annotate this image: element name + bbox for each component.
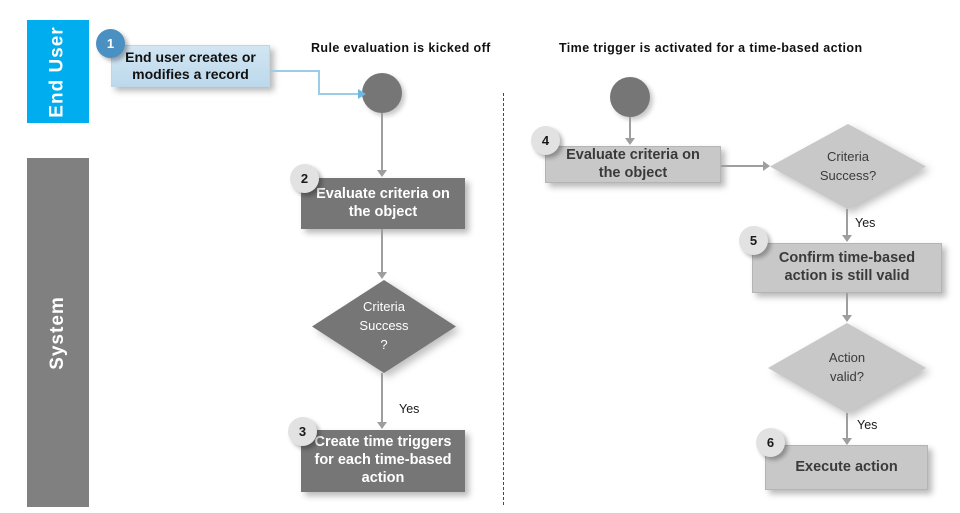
arrowhead-down-icon: [377, 170, 387, 177]
start-circle-left: [362, 73, 402, 113]
node-label-line2: action is still valid: [784, 268, 910, 284]
connector-blue-segment-h2: [318, 93, 362, 95]
node-label-line1: End user creates or: [125, 48, 256, 65]
node-label-line3: action: [361, 469, 405, 486]
node-label-line1: Evaluate criteria on: [316, 185, 450, 202]
diamond-shape: [312, 280, 456, 373]
swimlane-system: System: [27, 158, 89, 507]
node-label-line1: Create time triggers: [314, 434, 452, 451]
step-badge-4: 4: [531, 126, 560, 155]
arrowhead-down-icon: [842, 315, 852, 322]
decision-label: Criteria Success?: [820, 148, 876, 186]
decision-label-line2: Success?: [819, 167, 877, 183]
heading-time-trigger: Time trigger is activated for a time-bas…: [559, 41, 863, 55]
step-badge-1: 1: [96, 29, 125, 58]
node-label: Create time triggers for each time-based…: [315, 434, 452, 487]
swimlane-system-label: System: [47, 295, 69, 370]
decision-label-line2: Success: [359, 318, 409, 334]
node-label-line1: Evaluate criteria on: [566, 146, 700, 163]
arrowhead-down-icon: [377, 422, 387, 429]
node-label-line2: for each time-based: [314, 452, 452, 469]
step-badge-5: 5: [739, 226, 768, 255]
step-badge-6: 6: [756, 428, 785, 457]
connector-blue-arrowhead-icon: [358, 89, 366, 99]
decision-label-line1: Criteria: [827, 148, 869, 164]
connector-criteria-to-confirm: [846, 209, 848, 237]
node-label: End user creates or modifies a record: [125, 49, 256, 83]
start-circle-right: [610, 77, 650, 117]
diamond-shape: [770, 124, 926, 209]
step-badge-2: 2: [290, 164, 319, 193]
edge-label-yes-2: Yes: [855, 216, 876, 230]
connector-confirm-to-action-valid: [846, 293, 848, 317]
node-evaluate-criteria-right[interactable]: Evaluate criteria on the object: [545, 146, 721, 183]
node-label-line2: the object: [348, 203, 418, 220]
decision-action-valid[interactable]: Action valid?: [768, 323, 926, 413]
decision-label-line3: ?: [380, 336, 388, 352]
node-label-line2: the object: [598, 164, 668, 181]
step-badge-3: 3: [288, 417, 317, 446]
connector-start-to-evaluate: [381, 113, 383, 171]
node-create-time-triggers[interactable]: Create time triggers for each time-based…: [301, 430, 465, 492]
connector-start-to-evaluate-right: [629, 117, 631, 141]
diamond-shape: [768, 323, 926, 413]
arrowhead-right-icon: [763, 161, 770, 171]
node-label-line1: Confirm time-based: [778, 250, 916, 267]
decision-criteria-success-left[interactable]: Criteria Success ?: [312, 280, 456, 373]
connector-action-valid-to-execute: [846, 413, 848, 441]
connector-evaluate-to-criteria: [381, 229, 383, 273]
node-label-line2: modifies a record: [132, 66, 249, 82]
arrowhead-down-icon: [842, 438, 852, 445]
node-confirm-time-based-action[interactable]: Confirm time-based action is still valid: [752, 243, 942, 293]
node-execute-action[interactable]: Execute action: [765, 445, 928, 490]
decision-label-line1: Criteria: [363, 299, 405, 315]
swimlane-end-user-label: End User: [47, 25, 69, 118]
node-label: Evaluate criteria on the object: [566, 147, 700, 182]
arrowhead-down-icon: [377, 272, 387, 279]
connector-evaluate-to-criteria-right: [721, 165, 765, 167]
connector-blue-segment-h1: [270, 70, 319, 72]
edge-label-yes-3: Yes: [857, 418, 878, 432]
decision-criteria-success-right[interactable]: Criteria Success?: [770, 124, 926, 209]
node-label: Evaluate criteria on the object: [316, 186, 450, 221]
edge-label-yes-1: Yes: [399, 402, 420, 416]
arrowhead-down-icon: [625, 138, 635, 145]
heading-rule-evaluation: Rule evaluation is kicked off: [311, 41, 491, 55]
arrowhead-down-icon: [842, 235, 852, 242]
decision-label: Criteria Success ?: [359, 298, 408, 355]
decision-label: Action valid?: [829, 349, 865, 387]
node-label: Confirm time-based action is still valid: [779, 250, 915, 285]
connector-blue-segment-v: [318, 70, 320, 94]
swimlane-end-user: End User: [27, 20, 89, 123]
connector-criteria-to-create-triggers: [381, 373, 383, 423]
node-evaluate-criteria-left[interactable]: Evaluate criteria on the object: [301, 178, 465, 229]
decision-label-line2: valid?: [830, 369, 864, 384]
node-label: Execute action: [795, 458, 898, 475]
section-divider: [503, 93, 504, 505]
node-end-user-creates-record[interactable]: End user creates or modifies a record: [111, 45, 270, 87]
decision-label-line1: Action: [828, 350, 866, 366]
